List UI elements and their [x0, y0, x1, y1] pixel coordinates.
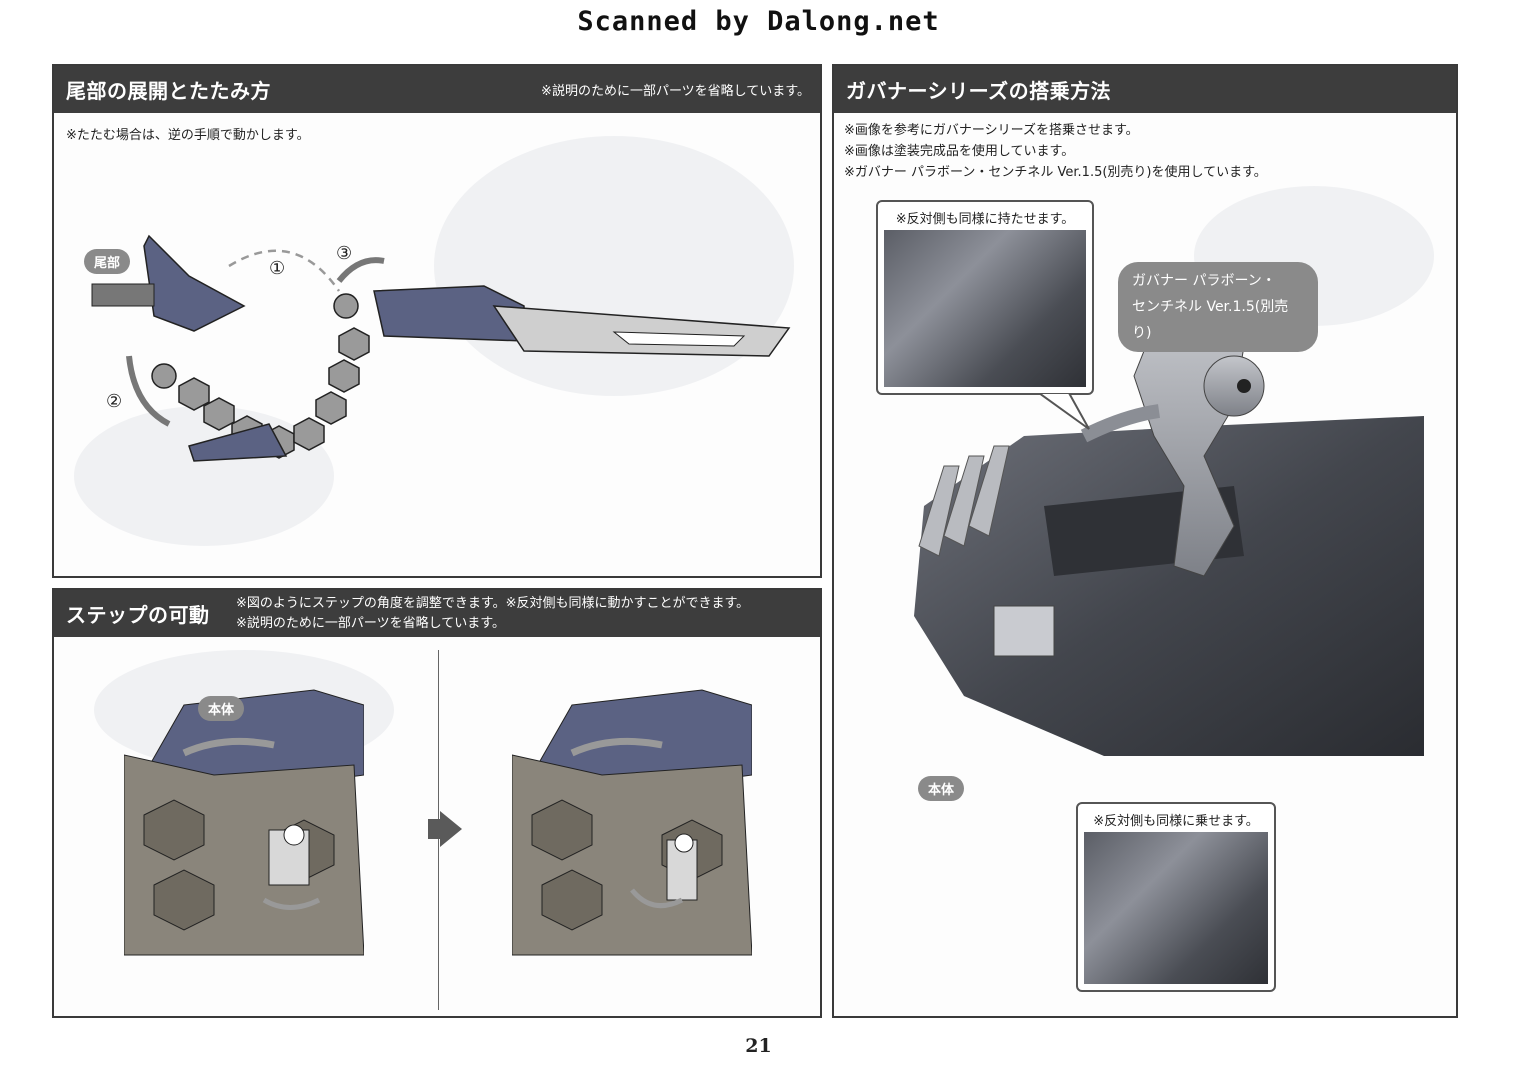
ride-photo	[914, 316, 1424, 756]
step-2-arrow	[126, 355, 171, 427]
tail-panel-title: 尾部の展開とたたみ方	[66, 79, 271, 103]
step-after-diagram	[512, 689, 752, 956]
hold-callout-pointer	[1039, 393, 1090, 430]
figure-name-line-1: ガバナー パラボーン・	[1132, 273, 1276, 289]
tail-panel-omission-note: ※説明のために一部パーツを省略しています。	[541, 84, 810, 99]
step-omission-note: ※説明のために一部パーツを省略しています。	[236, 616, 505, 631]
ride-panel-title: ガバナーシリーズの搭乗方法	[846, 79, 1112, 103]
figure-name-line-2: センチネル Ver.1.5(別売り)	[1132, 299, 1289, 341]
ride-panel-header: ガバナーシリーズの搭乗方法	[834, 66, 1456, 113]
step-1-marker: ①	[269, 258, 286, 279]
ride-note-painted: ※画像は塗装完成品を使用しています。	[844, 144, 1075, 159]
ride-callout-label: ※反対側も同様に乗せます。	[1093, 814, 1259, 829]
hold-callout: ※反対側も同様に持たせます。	[876, 200, 1094, 395]
tail-fin-part	[143, 234, 246, 332]
scan-watermark: Scanned by Dalong.net	[577, 6, 940, 37]
ride-callout-photo	[1084, 832, 1268, 984]
page-number: 21	[745, 1035, 772, 1057]
step-before-diagram	[124, 689, 364, 956]
figure-name-tag: ガバナー パラボーン・ センチネル Ver.1.5(別売り)	[1118, 262, 1318, 352]
blade-slot	[612, 331, 746, 347]
body-label-badge: 本体	[198, 696, 245, 721]
step-3-arrow	[336, 257, 385, 283]
tail-panel-header: 尾部の展開とたたみ方 ※説明のために一部パーツを省略しています。	[54, 66, 820, 113]
tail-panel: 尾部の展開とたたみ方 ※説明のために一部パーツを省略しています。 ※たたむ場合は…	[52, 64, 822, 578]
tail-connector-part	[91, 283, 155, 307]
ride-callout: ※反対側も同様に乗せます。	[1076, 802, 1276, 992]
hold-callout-photo	[884, 230, 1086, 387]
step-3-marker: ③	[336, 243, 353, 264]
ride-panel: ガバナーシリーズの搭乗方法 ※画像を参考にガバナーシリーズを搭乗させます。 ※画…	[832, 64, 1458, 1018]
tail-diagram	[91, 234, 791, 462]
ride-note-figure: ※ガバナー パラボーン・センチネル Ver.1.5(別売り)を使用しています。	[844, 165, 1267, 180]
fold-instruction-note: ※たたむ場合は、逆の手順で動かします。	[66, 128, 310, 143]
ride-note-reference: ※画像を参考にガバナーシリーズを搭乗させます。	[844, 123, 1139, 138]
tail-label-badge: 尾部	[84, 249, 131, 274]
hold-callout-label: ※反対側も同様に持たせます。	[895, 212, 1075, 227]
step-panel: ステップの可動 ※図のようにステップの角度を調整できます。※反対側も同様に動かす…	[52, 588, 822, 1018]
background-ghost-shape	[74, 406, 334, 546]
lower-fin-part	[188, 423, 288, 462]
step-panel-title: ステップの可動	[66, 603, 210, 627]
ride-notes: ※画像を参考にガバナーシリーズを搭乗させます。 ※画像は塗装完成品を使用していま…	[844, 120, 1267, 183]
step-panel-header: ステップの可動 ※図のようにステップの角度を調整できます。※反対側も同様に動かす…	[54, 590, 820, 637]
transition-arrow-shaft	[428, 819, 440, 839]
step-1-arrow	[228, 249, 341, 292]
step-adjust-note: ※図のようにステップの角度を調整できます。※反対側も同様に動かすことができます。	[236, 596, 750, 611]
transition-arrow-icon	[440, 811, 462, 847]
blade-part	[492, 305, 791, 357]
body-label-badge: 本体	[918, 776, 965, 801]
step-panel-notes: ※図のようにステップの角度を調整できます。※反対側も同様に動かすことができます。…	[236, 594, 749, 634]
step-2-marker: ②	[106, 391, 123, 412]
